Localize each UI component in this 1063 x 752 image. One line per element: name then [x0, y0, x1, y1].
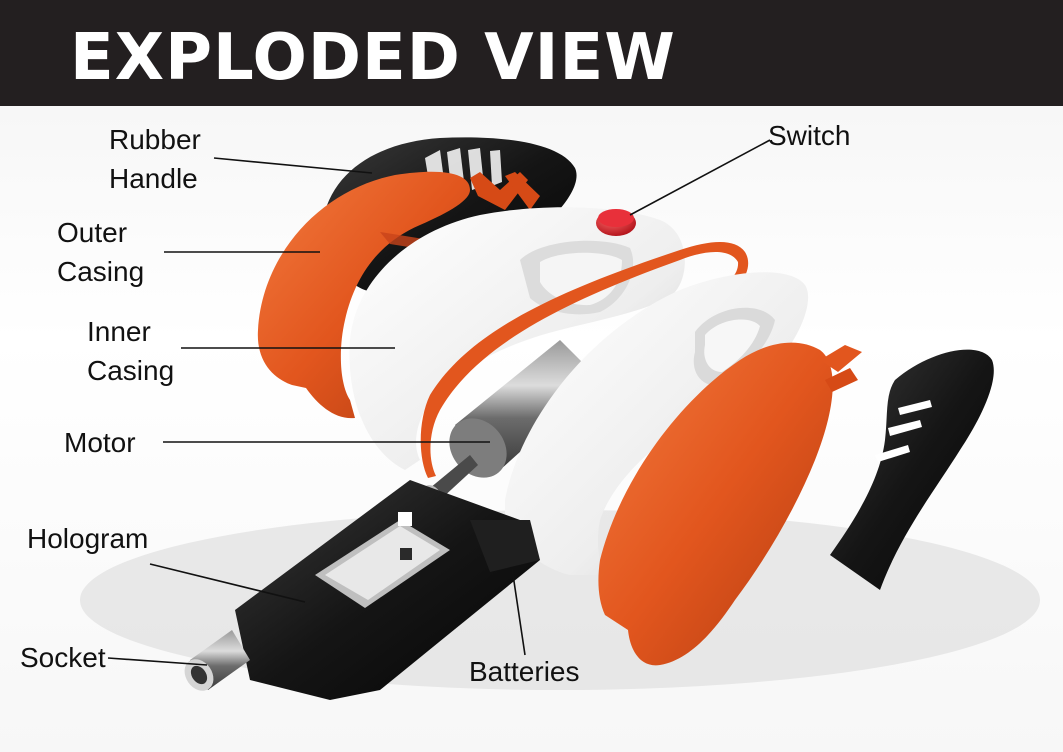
- leader-line-rubber-handle: [214, 158, 372, 173]
- label-rubber-handle-line2: Handle: [109, 159, 201, 198]
- label-socket: Socket: [20, 638, 106, 677]
- label-batteries: Batteries: [469, 652, 580, 691]
- switch-part: [596, 209, 636, 236]
- label-rubber-handle: Rubber Handle: [109, 120, 201, 198]
- label-rubber-handle-line1: Rubber: [109, 120, 201, 159]
- label-inner-casing: Inner Casing: [87, 312, 174, 390]
- leader-line-switch: [630, 140, 770, 215]
- label-hologram: Hologram: [27, 519, 148, 558]
- label-outer-casing-line1: Outer: [57, 213, 144, 252]
- label-outer-casing: Outer Casing: [57, 213, 144, 291]
- label-outer-casing-line2: Casing: [57, 252, 144, 291]
- label-inner-casing-line1: Inner: [87, 312, 174, 351]
- label-inner-casing-line2: Casing: [87, 351, 174, 390]
- label-motor: Motor: [64, 423, 136, 462]
- label-switch: Switch: [768, 116, 850, 155]
